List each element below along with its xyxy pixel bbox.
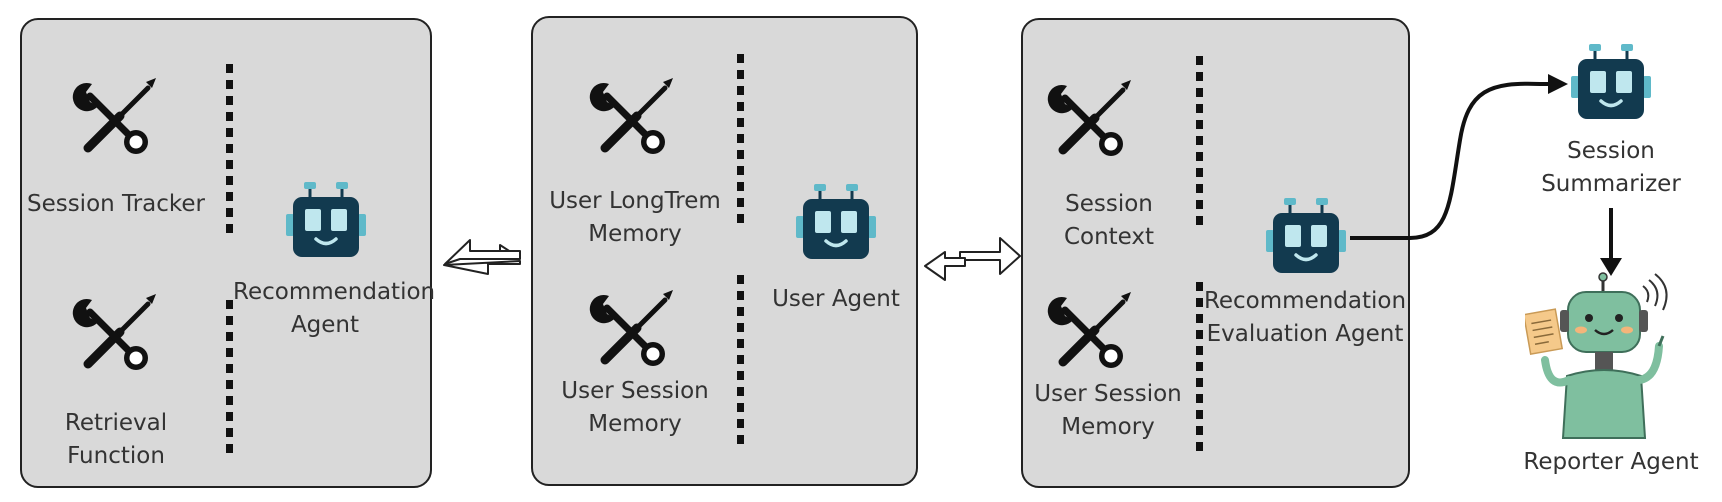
tool-label-user-longterm-memory: User LongTrem Memory [549,188,721,247]
wrench-screwdriver-icon [587,74,679,162]
separator-dotted [226,300,233,460]
tool-label-session-context: Session Context [1063,191,1155,250]
wrench-screwdriver-icon [70,290,162,378]
bidirectional-arrow-1 [444,239,521,265]
separator-dotted [737,54,744,226]
robot-icon [793,184,879,268]
separator-dotted [737,275,744,447]
separator-dotted [1196,282,1203,454]
agent-label-recommendation-evaluation: Recommendation Evaluation Agent [1203,288,1407,347]
agent-label-user-agent: User Agent [772,286,900,312]
wrench-screwdriver-icon [70,74,162,162]
separator-dotted [1196,56,1203,228]
bidirectional-arrow-2 [924,237,1021,281]
summarizer-label: Session Summarizer [1541,138,1681,197]
bidirectional-arrow [443,244,521,275]
tool-label-session-tracker: Session Tracker [26,191,206,217]
robot-icon [1568,44,1654,128]
wrench-screwdriver-icon [1045,288,1137,376]
robot-reporter-icon [1525,272,1668,439]
tool-label-user-session-memory: User Session Memory [561,378,709,437]
tool-label-retrieval-function: Retrieval Function [64,410,168,469]
reporter-label: Reporter Agent [1523,449,1699,475]
tool-label-user-session-memory: User Session Memory [1034,381,1182,440]
panel-evaluation [1021,18,1410,488]
robot-icon [283,182,369,266]
wrench-screwdriver-icon [587,286,679,374]
agent-label-recommendation: Recommendation Agent [233,279,436,338]
separator-dotted [226,64,233,234]
robot-icon [1263,198,1349,282]
wrench-screwdriver-icon [1045,76,1137,164]
